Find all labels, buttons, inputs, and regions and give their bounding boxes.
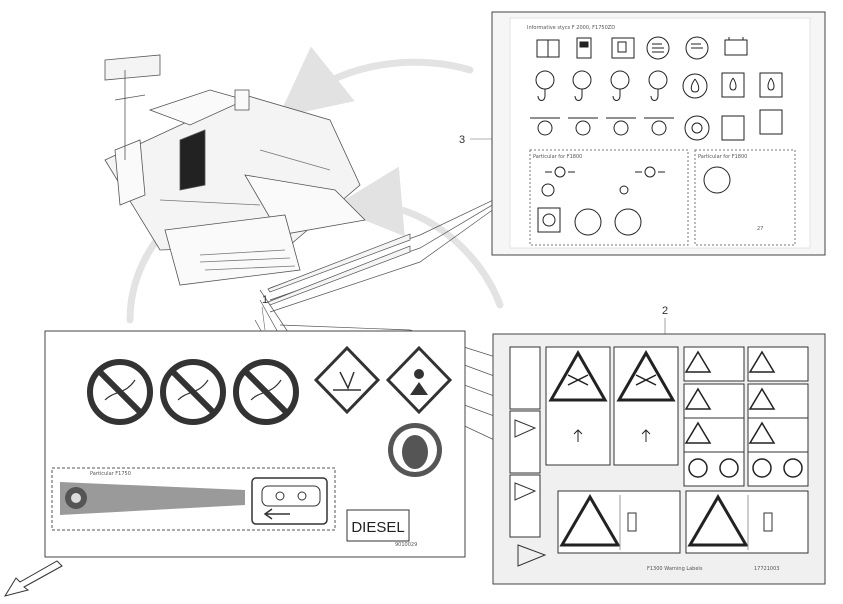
informative-title: Informative stycs F 2000, F1750ZD bbox=[527, 25, 615, 31]
diesel-code: 9010029 bbox=[395, 542, 417, 548]
subpanel-right-title: Particular for F1800 bbox=[698, 154, 747, 160]
callout-1: 1 bbox=[262, 294, 268, 306]
fuel-pump-icon bbox=[576, 37, 592, 59]
fluid-check-icon-a bbox=[721, 72, 745, 98]
panel-warning-labels: F1300 Warning Labels 17721003 bbox=[492, 333, 826, 585]
crush-hazard-icon-1 bbox=[559, 494, 621, 547]
strip-caption: Particular F1750 bbox=[90, 471, 131, 477]
lifting-point-icon-4 bbox=[648, 70, 668, 101]
adjust-arrows-icon-a bbox=[545, 166, 575, 178]
cutting-hazard-icon-2 bbox=[616, 349, 676, 402]
ear-protection-icon bbox=[388, 423, 442, 477]
pressure-icon-a bbox=[574, 208, 602, 236]
pressure-icon-b bbox=[614, 208, 642, 236]
callout-3: 3 bbox=[459, 134, 465, 146]
environment-hazard-icon bbox=[313, 345, 381, 415]
panel-safety-left: Particular F1750 DIESEL 9010029 bbox=[44, 330, 466, 558]
coolant-icon bbox=[721, 115, 745, 141]
cutting-hazard-icon-1 bbox=[548, 349, 608, 402]
fuel-pump-info-icon bbox=[611, 37, 635, 59]
informative-code: 27 bbox=[757, 226, 763, 232]
battery-icon bbox=[724, 37, 748, 56]
lifting-point-icon-1 bbox=[535, 70, 555, 101]
tie-down-icon-3 bbox=[606, 117, 636, 136]
diesel-label: DIESEL bbox=[351, 519, 404, 536]
panel-informative: Informative stycs F 2000, F1750ZD bbox=[491, 11, 826, 256]
adjust-arrows-icon-b bbox=[635, 166, 665, 178]
tie-down-icon-4 bbox=[644, 117, 674, 136]
wrench-rotate-icon-a bbox=[541, 183, 555, 197]
health-hazard-icon bbox=[385, 345, 453, 415]
warning-labels-code: 17721003 bbox=[754, 566, 779, 572]
no-water-jet-icon-2 bbox=[160, 359, 226, 425]
filter-icon bbox=[759, 109, 783, 135]
no-water-jet-icon-1 bbox=[87, 359, 153, 425]
crush-hazard-icon-2 bbox=[687, 494, 749, 547]
control-panel-diagram bbox=[251, 477, 328, 525]
callout-2: 2 bbox=[662, 305, 668, 317]
lifting-point-icon-3 bbox=[610, 70, 630, 101]
fluid-check-icon-b bbox=[759, 72, 783, 98]
subpanel-left-title: Particular for F1800 bbox=[533, 154, 582, 160]
warning-triangle-small-icon bbox=[517, 544, 547, 567]
lifting-point-icon-2 bbox=[572, 70, 592, 101]
gauge-icon-a bbox=[646, 36, 670, 60]
no-water-jet-icon-3 bbox=[233, 359, 299, 425]
direction-arrow-icon bbox=[3, 560, 63, 597]
warning-labels-footer: F1300 Warning Labels bbox=[647, 566, 703, 572]
gear-icon bbox=[684, 115, 710, 141]
oil-drop-icon bbox=[682, 73, 708, 99]
paver-machine-sketch bbox=[104, 54, 366, 286]
settings-card-icon bbox=[537, 207, 561, 233]
tie-down-icon-2 bbox=[568, 117, 598, 136]
wrench-rotate-icon-b bbox=[619, 185, 629, 195]
tie-down-icon-1 bbox=[530, 117, 560, 136]
gauge-icon-b bbox=[685, 36, 709, 60]
gauge-icon-c bbox=[703, 166, 731, 194]
manual-book-icon bbox=[536, 39, 560, 58]
